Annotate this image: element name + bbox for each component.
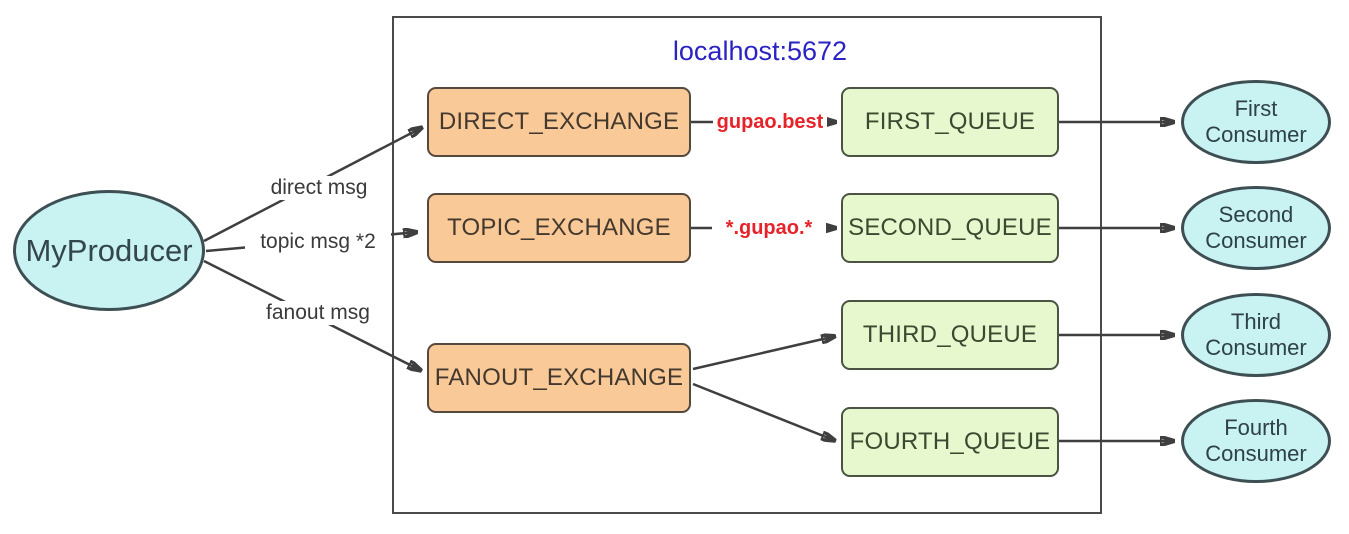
topic-routing-key-label: *.gupao.*: [712, 217, 826, 240]
second-queue-node: SECOND_QUEUE: [841, 193, 1059, 263]
topic-msg-edge-label: topic msg *2: [245, 230, 391, 254]
direct-routing-key-label: gupao.best: [713, 111, 827, 134]
broker-boundary-box: [392, 16, 1102, 514]
fanout-exchange-node: FANOUT_EXCHANGE: [427, 343, 691, 413]
fourth-queue-node: FOURTH_QUEUE: [841, 407, 1059, 477]
third-queue-node: THIRD_QUEUE: [841, 300, 1059, 370]
direct-exchange-node: DIRECT_EXCHANGE: [427, 87, 691, 157]
fanout-msg-edge-label: fanout msg: [255, 301, 381, 325]
direct-msg-edge-label: direct msg: [256, 176, 382, 200]
edge-fanout-exchange-to-fourth-queue: [692, 382, 836, 441]
third-consumer-node: Third Consumer: [1181, 293, 1331, 377]
topic-exchange-node: TOPIC_EXCHANGE: [427, 193, 691, 263]
first-consumer-node: First Consumer: [1181, 80, 1331, 164]
fourth-consumer-node: Fourth Consumer: [1181, 399, 1331, 483]
edge-fanout-exchange-to-third-queue: [692, 336, 836, 371]
second-consumer-node: Second Consumer: [1181, 186, 1331, 270]
broker-address-label: localhost:5672: [672, 36, 848, 66]
producer-node: MyProducer: [13, 190, 205, 311]
first-queue-node: FIRST_QUEUE: [841, 87, 1059, 157]
